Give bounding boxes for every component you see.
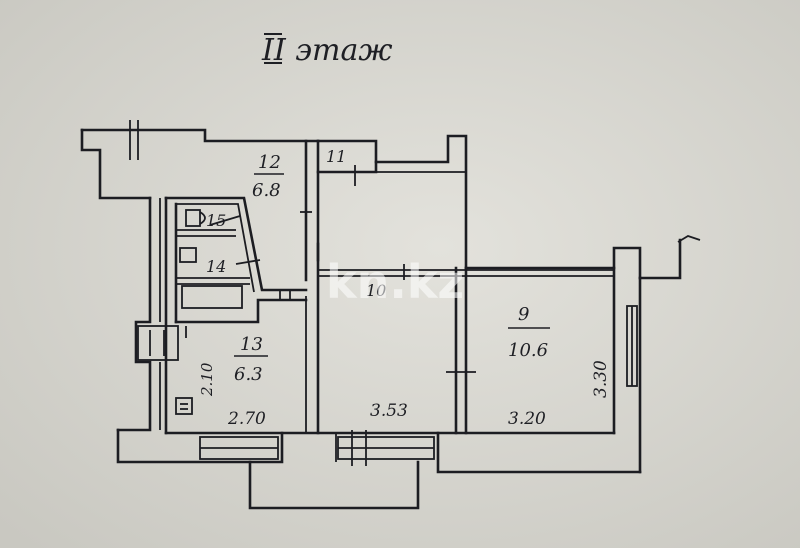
- room-number-15: 15: [206, 211, 226, 230]
- outer-walls: [80, 128, 701, 510]
- room-12: 12 6.8: [252, 152, 284, 201]
- room-number-9: 9: [518, 304, 529, 325]
- floor-title: II этаж: [261, 33, 392, 68]
- dimension-width-10: 3.53: [370, 401, 408, 421]
- dimension-width-9: 3.20: [508, 409, 546, 429]
- room-area-12: 6.8: [252, 180, 281, 201]
- room-number-10: 10: [366, 281, 386, 300]
- dimension-width-13: 2.70: [227, 409, 266, 429]
- room-number-13: 13: [240, 334, 263, 355]
- room-number-11: 11: [326, 147, 346, 166]
- watermark: kn.kz: [326, 255, 464, 309]
- interior-walls: [129, 120, 614, 435]
- room-number-12: 12: [258, 152, 281, 173]
- room-area-9: 10.6: [508, 340, 548, 361]
- room-9: 9 10.6: [508, 304, 550, 361]
- dimension-depth-13: 2.10: [198, 362, 216, 397]
- dimension-depth-9: 3.30: [591, 360, 611, 398]
- room-number-14: 14: [206, 257, 226, 276]
- room-10: 10: [366, 281, 386, 300]
- room-area-13: 6.3: [234, 364, 263, 385]
- room-13: 13 6.3: [234, 334, 268, 385]
